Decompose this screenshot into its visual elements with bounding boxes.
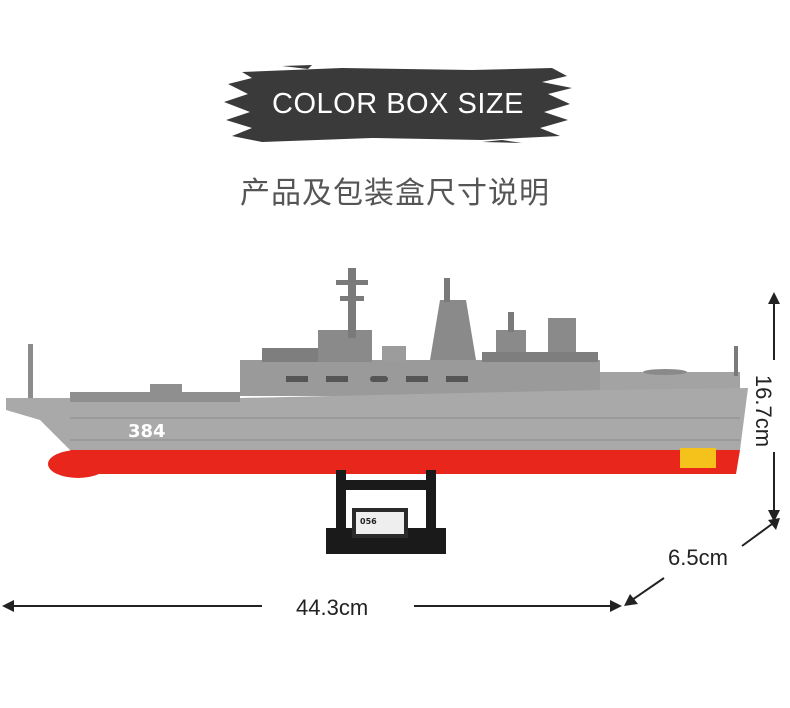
width-arrow-upper [741, 523, 773, 547]
banner-title: COLOR BOX SIZE [272, 87, 524, 120]
length-arrowhead-left [2, 600, 14, 612]
length-arrowhead-right [610, 600, 622, 612]
hull-number: 384 [128, 421, 166, 442]
brush-stroke-background [224, 65, 572, 143]
height-arrowhead-top [768, 292, 780, 304]
display-stand [326, 470, 446, 554]
title-banner: COLOR BOX SIZE [222, 64, 574, 144]
height-arrowhead-bottom [768, 510, 780, 522]
width-arrow-lower [631, 577, 665, 601]
width-arrowhead-upper [768, 518, 780, 530]
stand-plate-label: 056 [360, 517, 377, 526]
waterline [48, 448, 740, 478]
page-subtitle: 产品及包装盒尺寸说明 [240, 176, 550, 211]
hull [6, 384, 748, 450]
length-dimension-label: 44.3cm [296, 595, 369, 620]
width-dimension-label: 6.5cm [668, 545, 728, 570]
width-arrowhead-lower [624, 594, 638, 606]
height-dimension-label: 16.7cm [751, 374, 777, 448]
